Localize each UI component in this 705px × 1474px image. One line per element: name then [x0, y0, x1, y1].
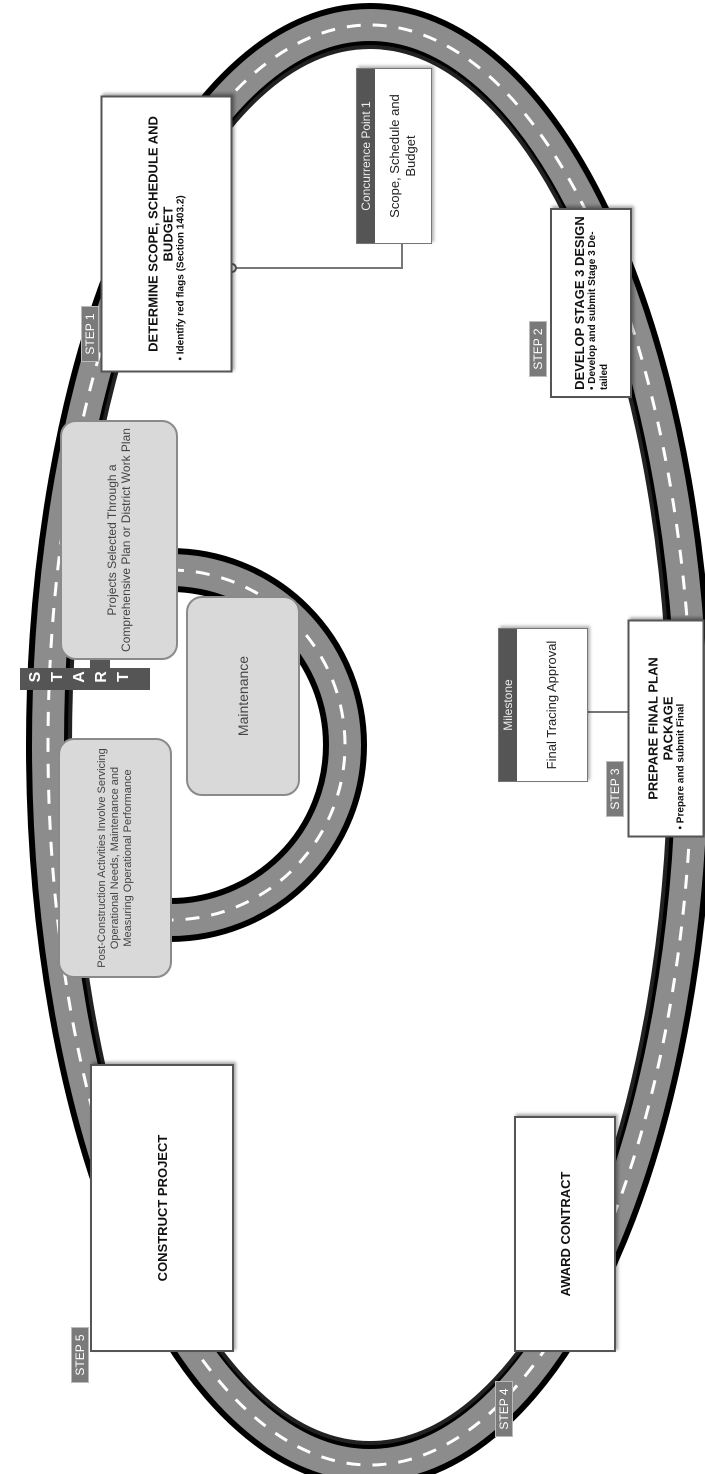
step-1-bullet: • Identify red flags (Section 1403.2)	[175, 194, 186, 360]
step-2-title: DEVELOP STAGE 3 DESIGN	[571, 216, 587, 390]
start-letter-t2: T	[115, 672, 132, 682]
maintenance-bubble: Maintenance	[186, 596, 300, 796]
start-letter-r: R	[93, 671, 110, 683]
milestone-body: Final Tracing Approval	[544, 640, 559, 770]
step-2-box: DEVELOP STAGE 3 DESIGN • Develop and sub…	[550, 208, 632, 398]
step-1-box: DETERMINE SCOPE, SCHEDULE AND BUDGET • I…	[100, 95, 232, 372]
inner-loop-marking	[169, 568, 347, 922]
step-5-title: CONSTRUCT PROJECT	[154, 1134, 170, 1282]
step-2-bullet: • Develop and submit Stage 3 De-tailed	[586, 231, 610, 390]
step-2-tab: STEP 2	[529, 321, 547, 377]
step-4-tab: STEP 4	[495, 1381, 513, 1437]
concurrence-point-header: Concurrence Point 1	[357, 69, 375, 243]
milestone-header: Milestone	[499, 629, 517, 781]
start-letter-t: T	[49, 672, 66, 682]
start-bar	[20, 668, 150, 690]
step-4-title: AWARD CONTRACT	[557, 1171, 573, 1297]
step-5-tab: STEP 5	[71, 1327, 89, 1383]
concurrence-connector	[232, 244, 403, 269]
projects-selected-bubble: Projects Selected Through a Comprehensiv…	[60, 420, 178, 660]
step-3-tab: STEP 3	[606, 761, 624, 817]
step-5-box: CONSTRUCT PROJECT	[90, 1064, 234, 1352]
step-3-title: PREPARE FINAL PLAN PACKAGE	[645, 657, 675, 800]
start-letter-s: S	[27, 671, 44, 683]
concurrence-point-callout: Concurrence Point 1 Scope, Schedule and …	[356, 68, 432, 244]
step-1-tab: STEP 1	[81, 306, 99, 362]
post-construction-bubble: Post-Construction Activities Involve Ser…	[58, 738, 172, 978]
step-3-bullet: • Prepare and submit Final	[675, 703, 686, 830]
step-3-box: PREPARE FINAL PLAN PACKAGE • Prepare and…	[627, 619, 705, 838]
start-letter-a: A	[71, 671, 88, 683]
step-4-box: AWARD CONTRACT	[514, 1116, 616, 1352]
milestone-callout: Milestone Final Tracing Approval	[498, 628, 588, 782]
step-1-title: DETERMINE SCOPE, SCHEDULE AND BUDGET	[145, 115, 175, 352]
concurrence-point-body: Scope, Schedule and Budget	[387, 94, 418, 218]
